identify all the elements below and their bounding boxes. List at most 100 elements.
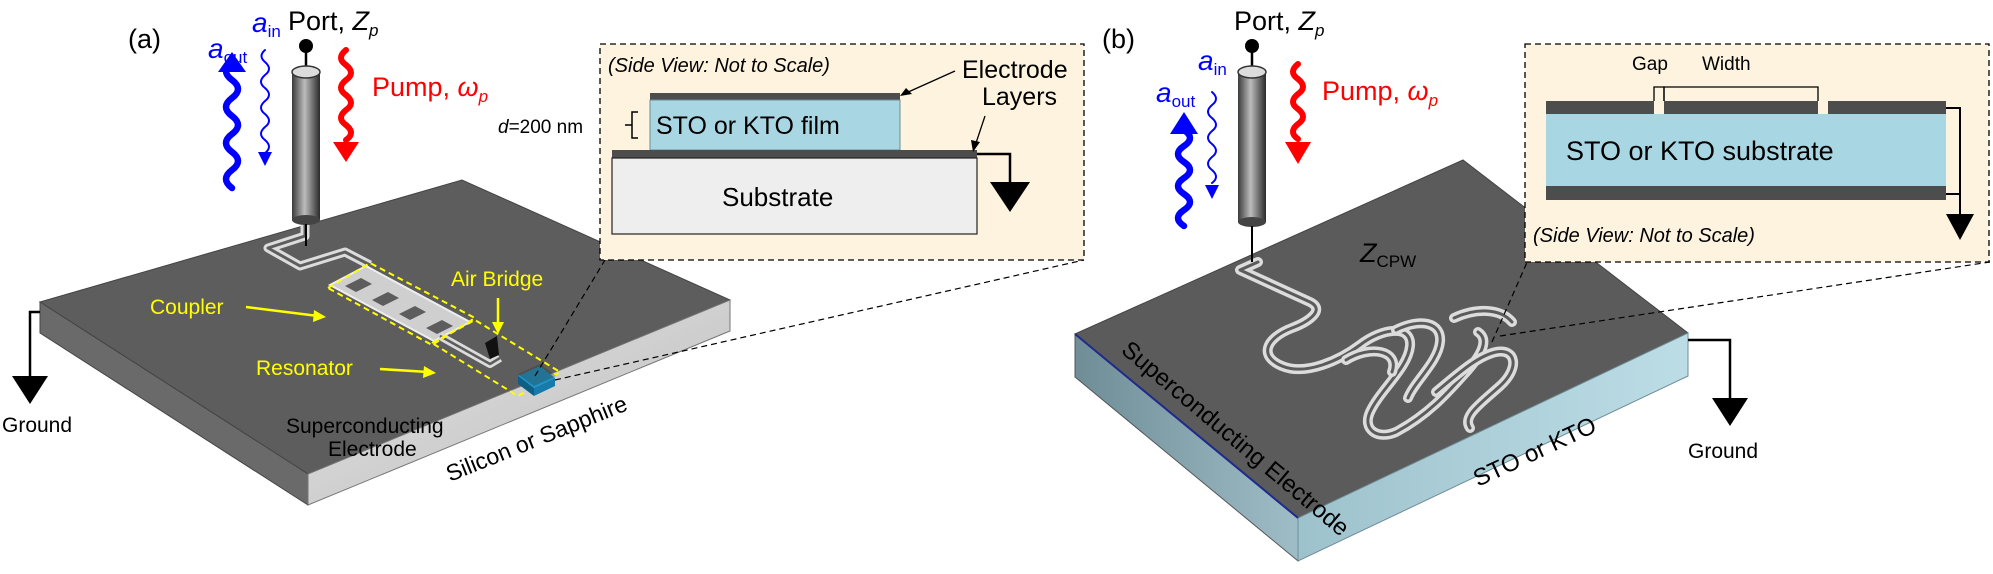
chip-slab-a [38, 179, 732, 506]
zoom-line-b-1 [1491, 259, 1529, 343]
inset-b-title: (Side View: Not to Scale) [1533, 225, 1755, 247]
inset-a-top-electrode [650, 93, 900, 100]
a-in-label-b: ain [1198, 45, 1227, 79]
inset-b-gap-label: Gap [1632, 54, 1668, 75]
panel-label-b: (b) [1102, 24, 1135, 54]
port-symbol-a: Z [352, 6, 371, 36]
a-out-label-a: aout [208, 33, 247, 67]
electrode-label-a-2: Electrode [328, 438, 417, 461]
a-out-wave [218, 52, 246, 192]
a-in-wave-b [1205, 91, 1219, 199]
inset-a-thickness-label: d=200 nm [498, 117, 583, 138]
inset-a-substrate [611, 157, 978, 235]
port-cylinder-a [291, 39, 321, 246]
inset-b-ground-symbol [1946, 214, 1974, 240]
inset-a-leader-2-head [971, 140, 980, 152]
coupler-label: Coupler [150, 296, 224, 319]
panel-a: (a) Port, Zp aout ain Pump, ωp Coupler R… [2, 6, 1085, 506]
zcpw-subscript: CPW [1377, 252, 1417, 271]
inset-a: (Side View: Not to Scale) Electrode Laye… [498, 43, 1085, 261]
ground-symbol-a [12, 310, 48, 404]
a-out-subscript-b: out [1172, 92, 1196, 111]
pump-text-a: Pump, [372, 72, 458, 102]
inset-a-title: (Side View: Not to Scale) [608, 55, 830, 77]
thickness-value: =200 nm [509, 117, 583, 138]
a-out-wave-b [1170, 112, 1198, 230]
coupler-arrow [245, 305, 319, 318]
inset-b-width-label: Width [1702, 54, 1751, 75]
pump-text-b: Pump, [1322, 76, 1408, 106]
coplanar-trace-a [263, 220, 503, 368]
pump-subscript-a: p [478, 87, 488, 106]
pump-wave-a [333, 47, 359, 162]
port-terminal-b [1245, 39, 1259, 53]
inset-b-electrode-center [1664, 101, 1818, 114]
inset-b-substrate-label: STO or KTO substrate [1566, 136, 1834, 166]
thickness-bracket [625, 111, 638, 139]
panel-label-a: (a) [128, 24, 161, 54]
inset-a-bottom-electrode [612, 150, 977, 158]
inset-a-electrode-label-1: Electrode [962, 56, 1068, 84]
inset-a-ground-symbol [990, 182, 1030, 212]
width-bracket [1663, 86, 1819, 101]
zoom-line-a-1 [534, 259, 606, 377]
zcpw-symbol: Z [1359, 238, 1378, 268]
pump-label-a: Pump, ωp [372, 72, 488, 106]
inset-b-electrode-right [1828, 101, 1946, 114]
air-bridge-arrowhead [492, 322, 504, 334]
resonator-arrow [379, 367, 429, 374]
panel-b: (b) Port, Zp aout ain Pump, ωp ZCPW Supe… [1074, 6, 1991, 563]
inset-a-substrate-label: Substrate [722, 182, 833, 212]
port-symbol-b: Z [1298, 6, 1317, 36]
inset-b-substrate [1546, 114, 1946, 186]
pump-wave-b [1285, 61, 1311, 164]
inset-a-leader-1 [905, 70, 956, 94]
port-terminal-a [299, 39, 313, 53]
zoom-line-b-2 [1499, 261, 1991, 337]
ground-symbol-b [1688, 338, 1748, 426]
inset-a-film [649, 99, 901, 151]
inset-a-ground-wire [977, 152, 1012, 182]
electrode-label-a-1: Superconducting [286, 415, 444, 438]
zcpw-label: ZCPW [1359, 238, 1416, 271]
port-subscript-a: p [368, 21, 378, 40]
a-in-wave [258, 49, 272, 166]
a-in-symbol-b: a [1198, 45, 1214, 76]
port-text-a: Port, [288, 6, 353, 36]
pump-label-b: Pump, ωp [1322, 76, 1438, 110]
ground-label-a: Ground [2, 414, 72, 437]
port-label-a: Port, Zp [288, 6, 379, 40]
inset-b: Gap Width STO or KTO substrate (Side Vie… [1524, 43, 1990, 263]
inset-a-leader-2 [974, 115, 986, 147]
coupler-arrowhead [313, 310, 326, 322]
inset-a-leader-1-head [900, 88, 912, 96]
resonator-outline [429, 318, 562, 398]
a-in-subscript-a: in [268, 22, 281, 41]
air-bridge-label: Air Bridge [451, 268, 543, 291]
a-in-symbol-a: a [252, 7, 268, 38]
ground-label-b: Ground [1688, 440, 1758, 463]
sto-kto-sample-a [518, 364, 556, 396]
resonator-label: Resonator [256, 357, 353, 380]
port-text-b: Port, [1234, 6, 1299, 36]
a-in-subscript-b: in [1214, 60, 1227, 79]
thickness-symbol: d [498, 117, 510, 138]
inset-a-electrode-label-2: Layers [982, 83, 1057, 111]
a-out-symbol-a: a [208, 33, 224, 64]
a-out-subscript-a: out [224, 48, 248, 67]
coupler-outline [325, 261, 478, 347]
resonator-arrowhead [423, 366, 436, 378]
port-subscript-b: p [1314, 21, 1324, 40]
inset-b-bottom-electrode [1546, 186, 1946, 200]
cpw-meander [1235, 257, 1519, 440]
a-out-label-b: aout [1156, 77, 1195, 111]
pump-subscript-b: p [1428, 91, 1438, 110]
pump-symbol-b: ω [1408, 76, 1429, 106]
a-out-symbol-b: a [1156, 77, 1172, 108]
port-label-b: Port, Zp [1234, 6, 1325, 40]
port-cylinder-b [1237, 39, 1267, 262]
a-in-label-a: ain [252, 7, 281, 41]
inset-b-electrode-left [1546, 101, 1654, 114]
